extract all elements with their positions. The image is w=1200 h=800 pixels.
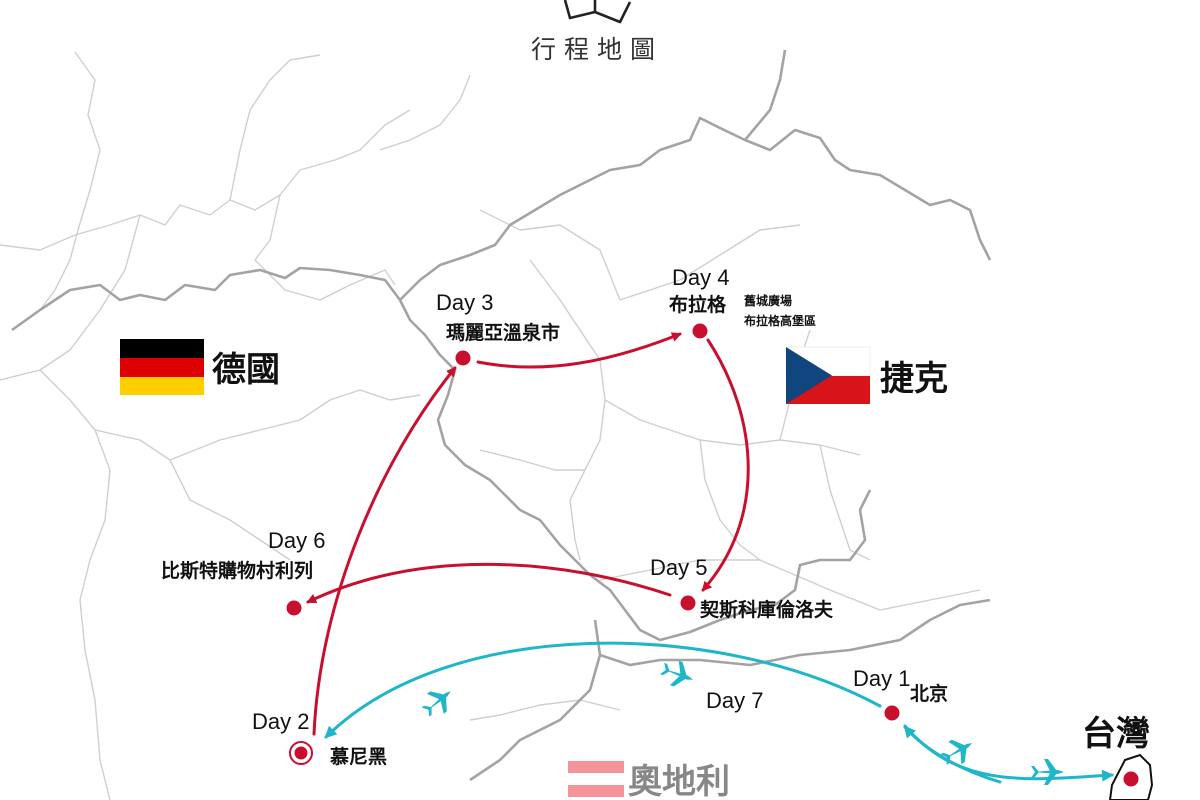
marker-marianske xyxy=(455,350,471,366)
map-title: 行程地圖 xyxy=(531,36,663,64)
country-czech: 捷克 xyxy=(880,360,948,398)
stop-markers xyxy=(286,323,1139,787)
airplane-icon xyxy=(417,681,460,723)
prague-note-1: 舊城廣場 xyxy=(744,293,792,308)
route-taiwan-beijing xyxy=(903,725,1002,784)
day-label-3: Day 3 xyxy=(436,290,493,315)
route-prague-cesky xyxy=(701,338,750,592)
national-borders xyxy=(11,49,992,782)
day-label-7: Day 7 xyxy=(706,688,763,713)
marker-cesky xyxy=(680,595,696,611)
airplane-icon xyxy=(657,656,698,693)
day-label-4: Day 4 xyxy=(672,265,729,290)
day-label-6: Day 6 xyxy=(268,528,325,553)
country-germany: 德國 xyxy=(212,351,280,389)
marker-taiwan xyxy=(1123,771,1139,787)
place-marianske: 瑪麗亞溫泉市 xyxy=(446,321,560,344)
flight-routes xyxy=(324,641,1114,784)
day-label-1: Day 1 xyxy=(853,666,910,691)
marker-prague xyxy=(692,323,708,339)
place-beijing: 北京 xyxy=(910,682,948,705)
place-munich: 慕尼黑 xyxy=(330,746,387,768)
place-bicester: 比斯特購物村利列 xyxy=(161,559,313,582)
marker-beijing xyxy=(884,705,900,721)
book-icon xyxy=(563,0,632,24)
route-munich-marianske xyxy=(312,366,457,736)
country-austria: 奧地利 xyxy=(628,763,730,800)
day-label-2: Day 2 xyxy=(252,709,309,734)
land-routes xyxy=(306,332,750,736)
taiwan-shape xyxy=(1108,753,1154,800)
place-cesky: 契斯科庫倫洛夫 xyxy=(699,598,834,621)
marker-bicester xyxy=(286,600,302,616)
czech-flag xyxy=(785,346,871,404)
marker-munich-ring xyxy=(289,741,313,765)
austria-flag xyxy=(568,761,624,797)
country-taiwan: 台灣 xyxy=(1082,715,1150,753)
airplane-icon xyxy=(1031,759,1064,785)
route-marianske-prague xyxy=(476,332,682,369)
prague-note-2: 布拉格高堡區 xyxy=(744,313,816,328)
germany-flag xyxy=(120,339,204,395)
place-prague: 布拉格 xyxy=(669,293,727,316)
day-label-5: Day 5 xyxy=(650,555,707,580)
internal-borders xyxy=(0,51,981,800)
route-cesky-bicester xyxy=(306,562,672,604)
marker-munich xyxy=(294,746,308,760)
route-beijing-munich xyxy=(324,641,882,739)
